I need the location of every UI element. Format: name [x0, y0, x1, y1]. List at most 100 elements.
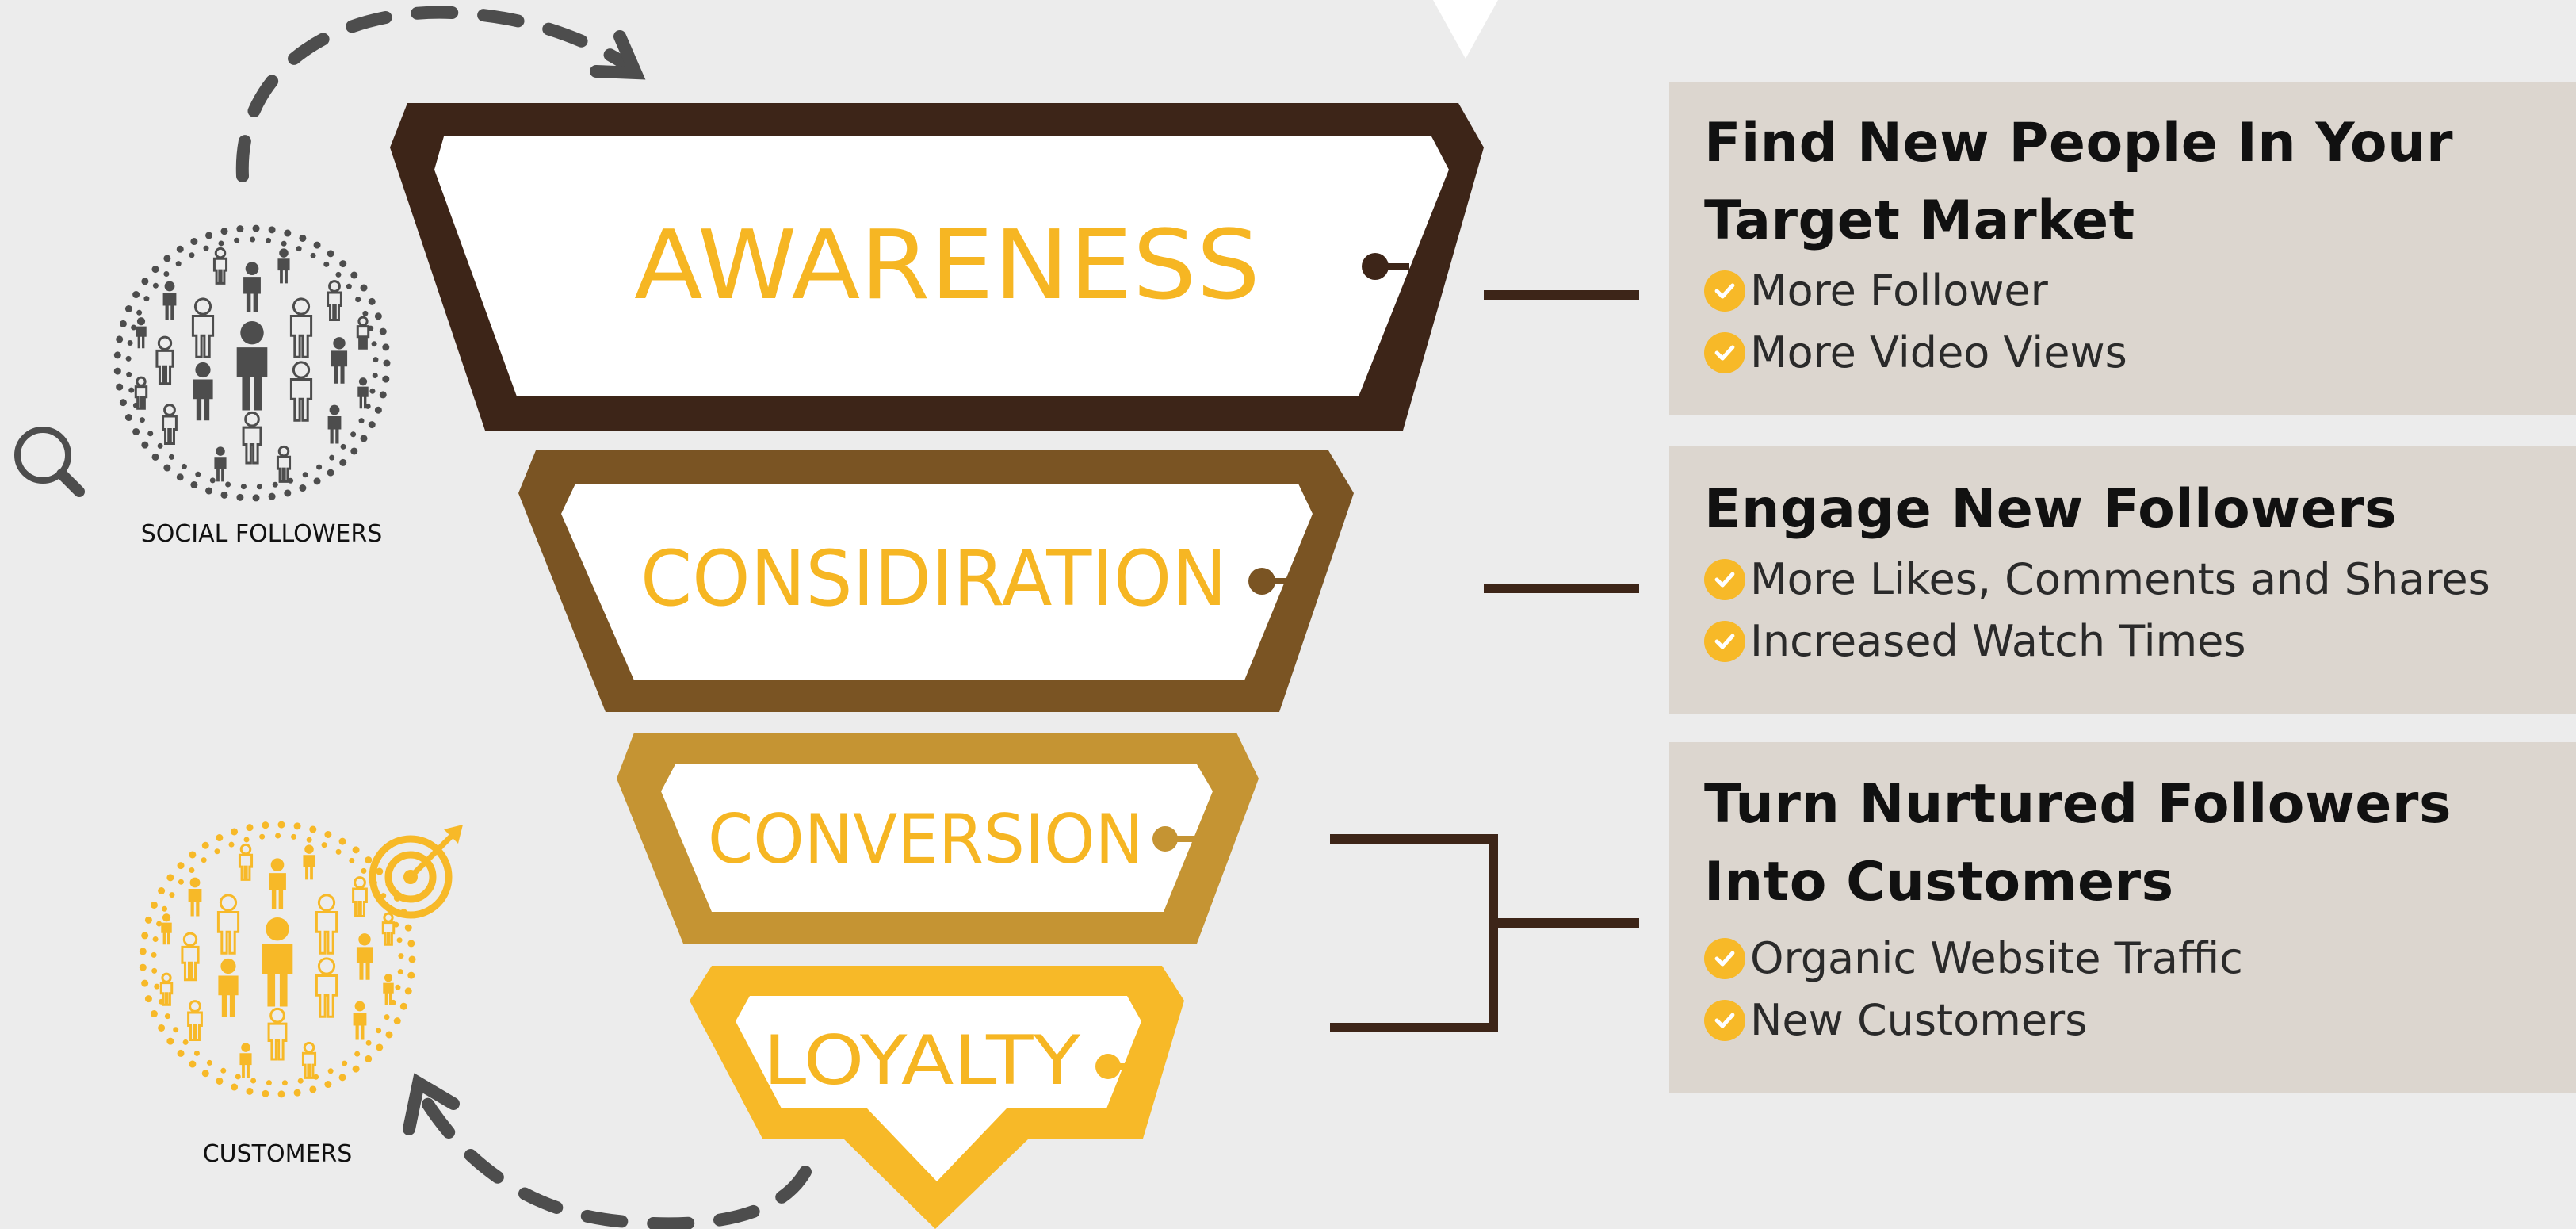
ring-dot: [150, 901, 158, 909]
ring-dot: [113, 367, 121, 375]
ring-dot: [316, 464, 323, 470]
magnifier-icon: [14, 427, 85, 497]
ring-dot: [250, 1078, 257, 1084]
ring-dot: [127, 340, 133, 346]
ring-dot: [327, 469, 334, 477]
list-item: Increased Watch Times: [1704, 611, 2576, 672]
ring-dot: [350, 431, 357, 438]
dashed-arrow-bottom: [403, 1073, 812, 1229]
person-figure: [161, 913, 172, 945]
ring-dot: [201, 841, 209, 849]
ring-dot: [358, 418, 365, 424]
ring-dot: [189, 252, 195, 258]
card-consideration: Engage New Followers More Likes, Comment…: [1669, 446, 2576, 714]
ring-dot: [361, 867, 367, 874]
ring-dot: [281, 240, 287, 247]
ring-dot: [126, 371, 132, 377]
ring-dot: [368, 421, 376, 429]
ring-dot: [141, 441, 149, 449]
ring-dot: [152, 936, 159, 943]
ring-dot: [382, 375, 390, 383]
customers-icon: [139, 821, 416, 1098]
ring-dot: [216, 1077, 224, 1085]
person-figure: [289, 361, 313, 422]
ring-dot: [268, 492, 276, 500]
person-figure: [356, 316, 370, 350]
ring-dot: [163, 255, 171, 262]
ring-dot: [190, 238, 198, 246]
ring-dot: [313, 477, 321, 485]
ring-dot: [302, 472, 308, 478]
ring-dot: [346, 283, 352, 289]
person-figure: [188, 877, 202, 917]
ring-dot: [281, 1080, 288, 1086]
ring-dot: [350, 447, 358, 455]
person-figure: [239, 1043, 252, 1078]
ring-dot: [144, 916, 152, 924]
ring-dot: [272, 481, 278, 488]
ring-dot: [299, 484, 307, 492]
item-text: More Likes, Comments and Shares: [1750, 554, 2490, 604]
ring-dot: [240, 484, 247, 490]
ring-dot: [268, 226, 276, 234]
ring-dot: [349, 857, 355, 863]
list-item: More Video Views: [1704, 322, 2576, 384]
card-conversion: Turn Nurtured Followers Into Customers O…: [1669, 742, 2576, 1093]
ring-dot: [139, 417, 145, 423]
ring-dot: [365, 1039, 372, 1046]
person-figure: [212, 247, 228, 285]
ring-dot: [116, 383, 124, 391]
ring-dot: [360, 284, 368, 292]
ring-dot: [209, 477, 216, 484]
ring-dot: [116, 335, 124, 343]
ring-dot: [163, 464, 171, 472]
ring-dot: [374, 312, 382, 320]
ring-dot: [236, 225, 244, 233]
ring-dot: [218, 240, 224, 247]
ring-dot: [372, 373, 378, 379]
stage-label-conversion: CONVERSION: [708, 800, 1144, 879]
ring-dot: [216, 834, 224, 842]
ring-dot: [313, 241, 321, 249]
person-figure: [315, 957, 338, 1018]
ring-dot: [275, 833, 281, 839]
ring-dot: [158, 887, 166, 895]
ring-dot: [284, 229, 292, 237]
ring-dot: [203, 245, 209, 251]
ring-dot: [371, 341, 377, 347]
ring-dot: [329, 454, 335, 461]
ring-dot: [382, 343, 390, 351]
ring-dot: [201, 857, 207, 863]
ring-dot: [228, 841, 235, 848]
list-item: More Follower: [1704, 260, 2576, 322]
ring-dot: [158, 1024, 166, 1032]
target-icon: [369, 825, 463, 919]
ring-dot: [335, 271, 342, 278]
ring-dot: [151, 266, 159, 274]
ring-dot: [327, 1068, 334, 1074]
ring-dot: [306, 837, 312, 843]
list-item: New Customers: [1704, 990, 2576, 1051]
top-pointer: [1433, 0, 1498, 59]
ring-dot: [141, 932, 149, 940]
ring-dot: [404, 987, 412, 995]
ring-dot: [177, 1049, 185, 1057]
ring-dot: [395, 984, 401, 990]
person-figure: [218, 958, 239, 1017]
item-text: New Customers: [1750, 995, 2088, 1045]
list-item: More Likes, Comments and Shares: [1704, 549, 2576, 611]
ring-dot: [220, 491, 228, 499]
ring-dot: [236, 493, 244, 501]
person-figure: [159, 972, 174, 1006]
person-figure: [162, 404, 178, 445]
ring-dot: [141, 278, 149, 285]
ring-dot: [220, 228, 228, 235]
ring-dot: [266, 1080, 272, 1086]
check-icon: [1704, 938, 1745, 979]
person-figure: [301, 1041, 317, 1079]
funnel-stage-loyalty: LOYALTY: [690, 966, 1184, 1229]
person-figure: [276, 445, 292, 483]
ring-dot: [368, 297, 376, 305]
ring-dot: [144, 995, 152, 1003]
